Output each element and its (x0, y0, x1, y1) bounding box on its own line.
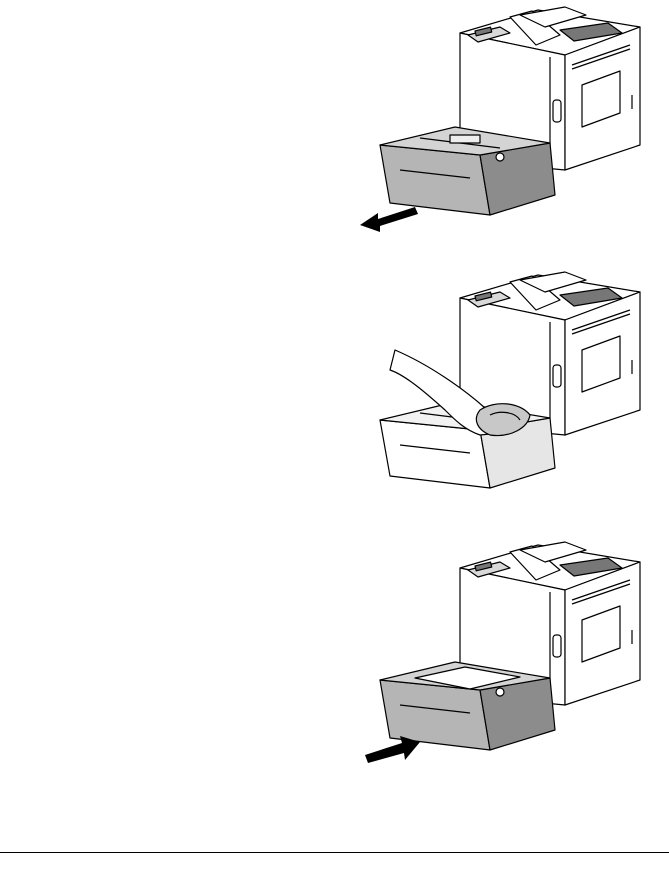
printer-tray-push-in-illustration (360, 540, 660, 770)
printer-tray-wipe-roller-illustration (360, 270, 660, 500)
figure-push-in-tray (360, 540, 660, 770)
figure-wipe-roller (360, 270, 660, 500)
footer-divider (0, 852, 669, 853)
paper-tray (380, 127, 555, 215)
figure-pull-out-tray (360, 5, 660, 235)
pull-arrow-icon (360, 207, 418, 232)
printer-tray-pull-out-illustration (360, 5, 660, 235)
paper-tray (380, 662, 555, 750)
push-arrow-icon (365, 736, 420, 763)
